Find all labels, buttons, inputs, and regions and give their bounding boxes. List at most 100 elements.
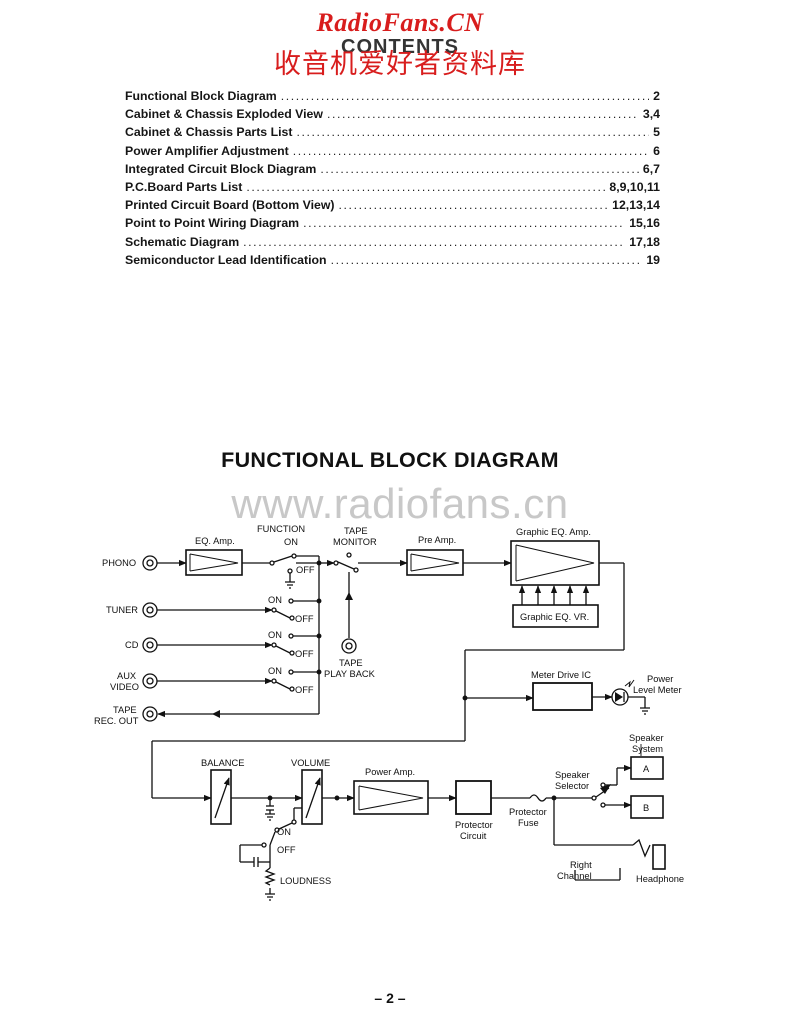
toc-entry-page: 5 <box>653 125 660 140</box>
diagram-title: FUNCTIONAL BLOCK DIAGRAM <box>221 448 559 472</box>
toc-dot-leader: ........................................… <box>246 179 605 194</box>
label-aux-off: OFF <box>295 685 314 695</box>
toc-dot-leader: ........................................… <box>303 216 625 231</box>
label-cd-off: OFF <box>295 649 314 659</box>
toc-entry-title: Schematic Diagram <box>125 234 240 249</box>
label-aux-on: ON <box>268 666 282 676</box>
toc-entry: Integrated Circuit Block Diagram........… <box>125 162 660 180</box>
label-power-amp: Power Amp. <box>365 767 415 777</box>
label-graphic-eq-amp: Graphic EQ. Amp. <box>516 527 591 537</box>
toc-dot-leader: ........................................… <box>243 234 625 249</box>
toc-dot-leader: ........................................… <box>296 125 649 140</box>
toc-entry-title: Power Amplifier Adjustment <box>125 143 289 158</box>
label-loudness-on: ON <box>277 827 291 837</box>
toc-entry-page: 6 <box>653 143 660 158</box>
label-protector-fuse-1: Protector <box>509 807 547 817</box>
watermark-url: www.radiofans.cn <box>231 480 569 527</box>
speaker-b-block <box>630 795 664 819</box>
toc-entry: Schematic Diagram.......................… <box>125 235 660 253</box>
label-function: FUNCTION <box>257 524 305 534</box>
protector-circuit-block <box>455 780 492 815</box>
toc-entry-page: 19 <box>646 252 660 267</box>
label-graphic-eq-vr: Graphic EQ. VR. <box>520 612 589 622</box>
toc-entry-page: 12,13,14 <box>612 198 660 213</box>
label-right-channel-1: Right <box>570 860 592 870</box>
toc-dot-leader: ........................................… <box>338 198 609 213</box>
toc-entry-page: 17,18 <box>629 234 660 249</box>
power-level-meter-led-icon <box>611 679 635 706</box>
label-protector-circuit-1: Protector <box>455 820 493 830</box>
label-tuner-on: ON <box>268 595 282 605</box>
toc-entry-page: 8,9,10,11 <box>609 179 660 194</box>
toc-entry: Cabinet & Chassis Parts List............… <box>125 125 660 143</box>
toc-entry-title: Printed Circuit Board (Bottom View) <box>125 198 335 213</box>
label-aux: AUX <box>117 671 136 681</box>
label-loudness: LOUDNESS <box>280 876 331 886</box>
label-tape-monitor-2: MONITOR <box>333 537 377 547</box>
label-power-level-2: Level Meter <box>633 685 682 695</box>
toc-entry: Cabinet & Chassis Exploded View.........… <box>125 107 660 125</box>
label-speaker-system-2: System <box>632 744 663 754</box>
jack-tape-rec-out-icon <box>142 706 158 722</box>
label-tape-monitor-1: TAPE <box>344 526 368 536</box>
jack-tuner-icon <box>142 602 158 618</box>
label-tuner: TUNER <box>106 605 138 615</box>
label-speaker-system-1: Speaker <box>629 733 664 743</box>
toc-entry: Functional Block Diagram................… <box>125 89 660 107</box>
label-protector-circuit-2: Circuit <box>460 831 487 841</box>
toc-entry-title: Cabinet & Chassis Parts List <box>125 125 293 140</box>
label-tape-playback-1: TAPE <box>339 658 363 668</box>
toc-entry-page: 3,4 <box>642 107 660 122</box>
toc-entry-title: Functional Block Diagram <box>125 89 277 103</box>
label-headphone: Headphone <box>636 874 684 884</box>
toc-dot-leader: ........................................… <box>292 143 649 158</box>
label-speaker-b: B <box>643 803 649 813</box>
toc-entry: Printed Circuit Board (Bottom View).....… <box>125 198 660 216</box>
label-function-on: ON <box>284 537 298 547</box>
watermark-site: RadioFans.CN <box>316 8 484 37</box>
jack-tape-playback-icon <box>341 638 357 654</box>
toc-dot-leader: ........................................… <box>280 89 649 103</box>
volume-control <box>301 769 323 825</box>
label-speaker-a: A <box>643 764 650 774</box>
label-speaker-selector-1: Speaker <box>555 770 590 780</box>
label-meter-drive-ic: Meter Drive IC <box>531 670 591 680</box>
label-protector-fuse-2: Fuse <box>518 818 539 828</box>
toc-dot-leader: ........................................… <box>330 252 643 267</box>
label-pre-amp: Pre Amp. <box>418 535 456 545</box>
label-balance: BALANCE <box>201 758 244 768</box>
label-tape-playback-2: PLAY BACK <box>324 669 376 679</box>
toc-entry-title: Cabinet & Chassis Exploded View <box>125 107 323 122</box>
watermark-site-cn: 收音机爱好者资料库 <box>274 49 526 80</box>
table-of-contents: Functional Block Diagram................… <box>125 89 660 271</box>
toc-entry: Power Amplifier Adjustment..............… <box>125 144 660 162</box>
label-speaker-selector-2: Selector <box>555 781 589 791</box>
speaker-a-block <box>630 756 664 780</box>
balance-control <box>210 769 232 825</box>
label-cd: CD <box>125 640 139 650</box>
label-rec-out: REC. OUT <box>94 716 139 726</box>
toc-entry: Point to Point Wiring Diagram...........… <box>125 216 660 234</box>
toc-entry-title: P.C.Board Parts List <box>125 179 243 194</box>
toc-entry-title: Semiconductor Lead Identification <box>125 252 327 267</box>
toc-dot-leader: ........................................… <box>320 161 639 176</box>
label-right-channel-2: Channel <box>557 871 592 881</box>
toc-entry-title: Point to Point Wiring Diagram <box>125 216 300 231</box>
meter-drive-ic-block <box>532 682 593 711</box>
jack-cd-icon <box>142 637 158 653</box>
graphic-eq-amp-block <box>510 540 600 586</box>
label-eq-amp: EQ. Amp. <box>195 536 235 546</box>
jack-phono-icon <box>142 555 158 571</box>
jack-aux-icon <box>142 673 158 689</box>
label-cd-on: ON <box>268 630 282 640</box>
graphic-eq-vr-block <box>512 604 599 628</box>
label-volume: VOLUME <box>291 758 330 768</box>
label-tuner-off: OFF <box>295 614 314 624</box>
label-phono-off: OFF <box>296 565 315 575</box>
toc-entry-page: 15,16 <box>629 216 660 231</box>
protector-fuse-icon <box>529 794 547 802</box>
headphone-jack-icon <box>652 844 666 870</box>
label-power-level-1: Power <box>647 674 673 684</box>
toc-entry-title: Integrated Circuit Block Diagram <box>125 161 317 176</box>
toc-entry-page: 6,7 <box>642 161 660 176</box>
